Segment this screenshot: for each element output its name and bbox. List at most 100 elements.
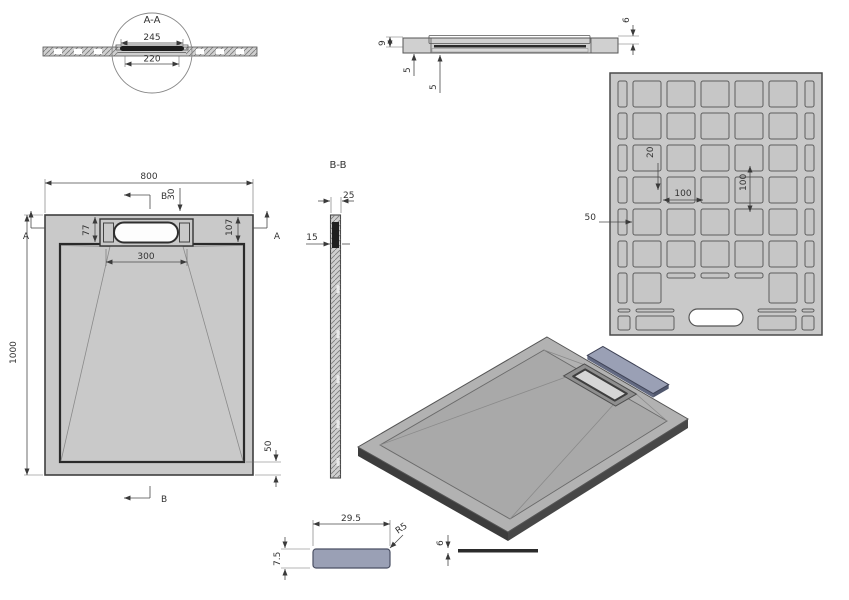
rib-cell — [768, 112, 798, 140]
dim-50-border: 50 — [585, 213, 597, 223]
rib-cell — [734, 80, 764, 108]
rib-cell — [804, 112, 815, 140]
rib-cell — [666, 112, 696, 140]
underside-handle-slot — [688, 308, 744, 327]
rib-cell — [768, 144, 798, 172]
rib-cell — [804, 240, 815, 268]
rib-cell — [757, 315, 797, 331]
rib-cell — [734, 112, 764, 140]
view-detail-aa: A-A 245 220 — [42, 12, 258, 94]
detail-aa-label: A-A — [144, 15, 161, 26]
rib-cell — [617, 308, 631, 313]
rib-cell — [617, 272, 628, 304]
dim-6-cover: 6 — [436, 540, 446, 546]
iso-edge-left — [358, 447, 508, 541]
dim-r5: R5 — [394, 521, 410, 536]
rib-cell — [734, 272, 764, 279]
rib-cell — [768, 176, 798, 204]
dim-100-horizontal: 100 — [674, 189, 691, 199]
rib-cell — [757, 308, 797, 313]
rib-cell — [617, 80, 628, 108]
section-marker-b-top: B — [161, 192, 167, 202]
dim-9: 9 — [378, 40, 388, 46]
iso-drain-slot — [572, 368, 628, 402]
rib-cell — [632, 80, 662, 108]
rib-cell — [617, 176, 628, 204]
view-cover-plan: 29.5 7.5 R5 — [273, 514, 410, 580]
rib-cell — [666, 240, 696, 268]
detail-circle — [111, 12, 193, 94]
rib-cell — [768, 80, 798, 108]
rib-cell — [700, 80, 730, 108]
rib-cell — [768, 272, 798, 304]
rib-cell — [700, 144, 730, 172]
aa-bar — [43, 47, 257, 56]
aa-cover-section — [120, 46, 184, 51]
rib-cell — [632, 112, 662, 140]
rib-cell — [632, 240, 662, 268]
rib-cell — [632, 176, 662, 204]
dim-1000: 1000 — [9, 341, 19, 364]
rib-cell — [666, 176, 696, 204]
edge-cover-strip — [428, 35, 591, 44]
view-plan: 800 1000 50 77 107 30 300 A A B B — [9, 172, 281, 505]
rib-cell — [734, 144, 764, 172]
dim-5a: 5 — [403, 67, 413, 73]
rib-cell — [801, 315, 815, 331]
rib-cell — [700, 112, 730, 140]
dim-300: 300 — [137, 252, 154, 262]
rib-cell — [635, 315, 675, 331]
rib-cell — [768, 208, 798, 236]
rib-cell — [617, 240, 628, 268]
dim-100-vertical: 100 — [739, 174, 749, 191]
rib-cell — [635, 308, 675, 313]
rib-cell — [804, 208, 815, 236]
dim-5b: 5 — [429, 84, 439, 90]
rib-cell — [700, 208, 730, 236]
dim-29-5: 29.5 — [341, 514, 361, 524]
dim-77: 77 — [82, 225, 92, 236]
rib-cell — [804, 176, 815, 204]
section-marker-b-bottom: B — [161, 495, 167, 505]
rib-cell — [700, 240, 730, 268]
rib-cell — [666, 272, 696, 279]
rib-cell — [700, 272, 730, 279]
view-isometric — [356, 336, 689, 541]
rib-cell — [666, 208, 696, 236]
view-underside: 20 100 100 50 — [585, 72, 823, 336]
rib-cell — [617, 315, 631, 331]
view-cover-edge: 6 — [436, 535, 538, 566]
section-marker-a-left: A — [23, 232, 30, 242]
rib-cell — [768, 240, 798, 268]
dim-50-bottom: 50 — [264, 440, 274, 452]
iso-cover-plate — [586, 345, 670, 395]
rib-cell — [617, 144, 628, 172]
underside-rib-grid — [617, 80, 815, 331]
dim-800: 800 — [140, 172, 157, 182]
rib-cell — [734, 208, 764, 236]
rib-cell — [804, 80, 815, 108]
plan-outer — [44, 214, 254, 476]
iso-edge-right — [508, 419, 688, 541]
dim-30: 30 — [167, 188, 177, 200]
dim-25: 25 — [343, 191, 354, 201]
section-marker-a-right: A — [274, 232, 281, 242]
dim-15: 15 — [306, 233, 317, 243]
rib-cell — [801, 308, 815, 313]
rib-cell — [804, 272, 815, 304]
plan-drain-cover — [113, 221, 179, 244]
rib-cell — [804, 144, 815, 172]
edge-drain-channel — [434, 45, 586, 48]
cover-edge-line — [458, 549, 538, 553]
rib-cell — [700, 176, 730, 204]
dim-245: 245 — [143, 33, 160, 43]
cover-plate-rect — [312, 548, 391, 569]
dim-7-5: 7.5 — [273, 552, 283, 566]
bb-drain-dark — [332, 222, 339, 248]
dim-220: 220 — [143, 55, 160, 65]
view-edge-section: 9 5 5 6 — [378, 17, 639, 93]
rib-cell — [632, 144, 662, 172]
dim-20: 20 — [646, 146, 656, 158]
rib-cell — [617, 112, 628, 140]
